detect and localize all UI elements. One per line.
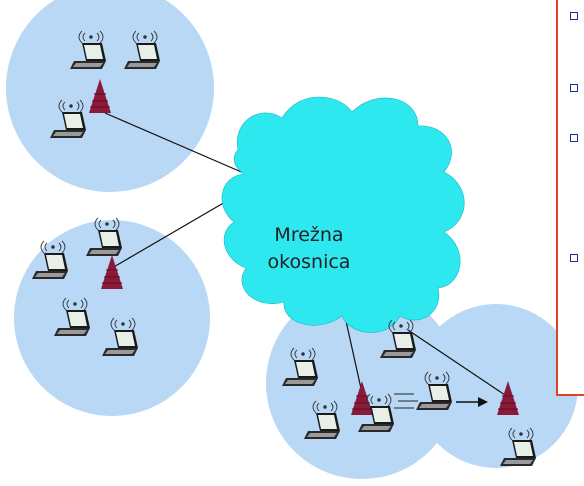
motion-lines: [394, 393, 418, 409]
backbone-label-line1: Mrežna: [274, 224, 344, 246]
bullet-icon: [570, 134, 578, 142]
bullet-icon: [570, 12, 578, 20]
backbone-label-line2: okosnica: [267, 251, 351, 273]
bullet-icon: [570, 84, 578, 92]
link-bottom-right: [407, 329, 506, 396]
backbone-cloud: [221, 96, 465, 333]
cell-top-left: [6, 0, 214, 192]
side-panel: [556, 0, 584, 396]
link-top-left: [104, 112, 247, 175]
cell-bottom-right: [414, 304, 578, 468]
movement-arrow: [456, 397, 488, 407]
link-middle-left: [111, 197, 233, 269]
backbone-label: Mrežna okosnica: [255, 222, 363, 276]
bullet-icon: [570, 254, 578, 262]
